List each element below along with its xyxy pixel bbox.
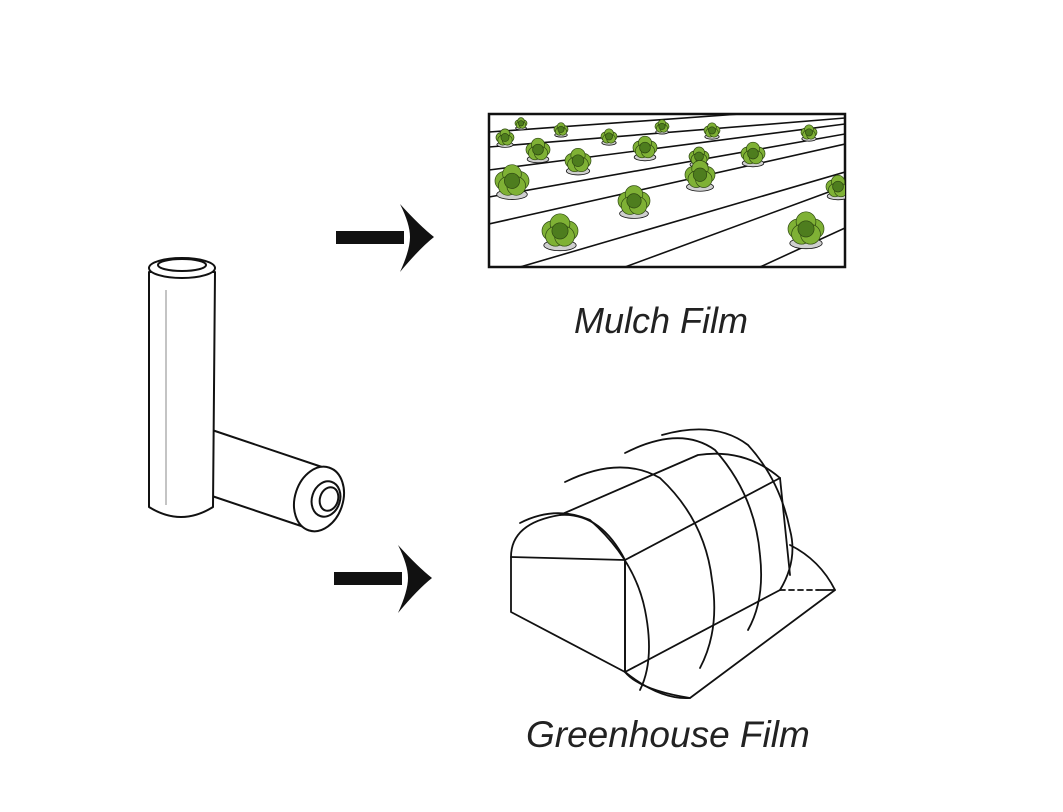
film-rolls-icon: [148, 257, 345, 533]
lettuce-plant: [541, 213, 579, 252]
greenhouse-tunnel-icon: [510, 428, 836, 699]
lettuce-plant: [617, 185, 651, 219]
greenhouse-hoop: [519, 512, 650, 691]
lying-film-roll: [205, 429, 345, 533]
mulch-film-caption: Mulch Film: [574, 300, 749, 341]
arrow-to-greenhouse-icon: [334, 545, 432, 613]
greenhouse-hoop: [661, 428, 794, 591]
lettuce-plants: [494, 117, 845, 252]
lettuce-plant: [740, 141, 766, 168]
greenhouse-hoop: [624, 437, 763, 631]
lettuce-plant: [787, 211, 825, 250]
lettuce-plant: [632, 135, 658, 162]
lettuce-plant: [800, 124, 818, 142]
lettuce-plant: [495, 128, 515, 148]
lettuce-plant: [654, 119, 670, 135]
lettuce-plant: [600, 128, 618, 146]
standing-film-roll: [148, 257, 216, 518]
lettuce-plant: [525, 137, 551, 164]
arrow-to-mulch-icon: [336, 204, 434, 272]
lettuce-plant: [564, 147, 592, 176]
lettuce-plant: [494, 164, 530, 200]
mulch-field-icon: [487, 112, 847, 269]
lettuce-plant: [825, 174, 845, 201]
greenhouse-hoop: [564, 466, 716, 669]
lettuce-plant: [553, 122, 569, 138]
lettuce-plant: [514, 117, 528, 131]
lettuce-plant: [684, 160, 716, 192]
greenhouse-film-caption: Greenhouse Film: [526, 714, 810, 755]
lettuce-plant: [703, 122, 721, 140]
